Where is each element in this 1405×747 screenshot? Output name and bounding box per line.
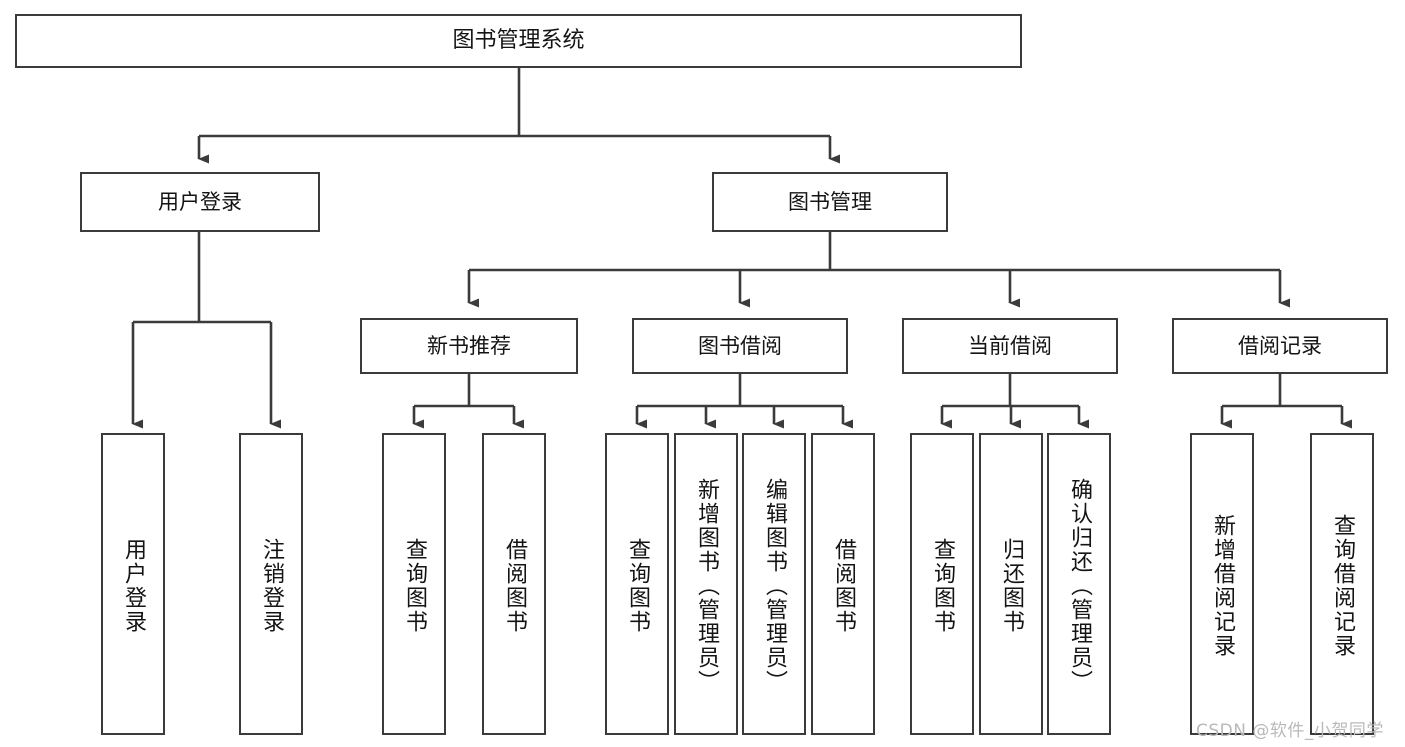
leaf-borrow-record-query-label: 查询借阅记录 xyxy=(1330,514,1355,658)
leaf-current-borrow-confirm-return[interactable]: 确认归还（管理员） xyxy=(1047,433,1111,735)
node-root-label: 图书管理系统 xyxy=(452,28,585,54)
leaf-new-book-borrow-label: 借阅图书 xyxy=(502,538,527,634)
leaf-borrow-record-query[interactable]: 查询借阅记录 xyxy=(1310,433,1374,735)
leaf-user-login-logout[interactable]: 注销登录 xyxy=(239,433,303,735)
leaf-book-borrow-borrow[interactable]: 借阅图书 xyxy=(811,433,875,735)
leaf-borrow-record-add[interactable]: 新增借阅记录 xyxy=(1190,433,1254,735)
leaf-current-borrow-query-label: 查询图书 xyxy=(930,538,955,634)
leaf-book-borrow-edit[interactable]: 编辑图书（管理员） xyxy=(742,433,806,735)
leaf-new-book-borrow[interactable]: 借阅图书 xyxy=(482,433,546,735)
node-new-book-recommend[interactable]: 新书推荐 xyxy=(360,318,578,374)
leaf-book-borrow-edit-label: 编辑图书（管理员） xyxy=(762,478,787,694)
node-user-login-label: 用户登录 xyxy=(158,189,242,214)
leaf-new-book-query[interactable]: 查询图书 xyxy=(382,433,446,735)
leaf-book-borrow-query-label: 查询图书 xyxy=(625,538,650,634)
leaf-current-borrow-query[interactable]: 查询图书 xyxy=(910,433,974,735)
leaf-current-borrow-return[interactable]: 归还图书 xyxy=(979,433,1043,735)
leaf-new-book-query-label: 查询图书 xyxy=(402,538,427,634)
node-user-login[interactable]: 用户登录 xyxy=(80,172,320,232)
node-root-system[interactable]: 图书管理系统 xyxy=(15,14,1022,68)
leaf-borrow-record-add-label: 新增借阅记录 xyxy=(1210,514,1235,658)
node-borrow-record[interactable]: 借阅记录 xyxy=(1172,318,1388,374)
leaf-book-borrow-add-label: 新增图书（管理员） xyxy=(694,478,719,694)
leaf-current-borrow-confirm-return-label: 确认归还（管理员） xyxy=(1067,478,1092,694)
leaf-current-borrow-return-label: 归还图书 xyxy=(999,538,1024,634)
node-new-book-recommend-label: 新书推荐 xyxy=(427,333,511,358)
node-book-management-label: 图书管理 xyxy=(788,189,872,214)
leaf-user-login-logout-label: 注销登录 xyxy=(259,538,284,634)
node-current-borrow[interactable]: 当前借阅 xyxy=(902,318,1118,374)
leaf-user-login-login[interactable]: 用户登录 xyxy=(101,433,165,735)
node-current-borrow-label: 当前借阅 xyxy=(968,333,1052,358)
csdn-watermark: CSDN @软件_小贺同学 xyxy=(1196,721,1384,741)
leaf-book-borrow-query[interactable]: 查询图书 xyxy=(605,433,669,735)
leaf-book-borrow-borrow-label: 借阅图书 xyxy=(831,538,856,634)
node-book-borrow-label: 图书借阅 xyxy=(698,333,782,358)
leaf-user-login-login-label: 用户登录 xyxy=(121,538,146,634)
leaf-book-borrow-add[interactable]: 新增图书（管理员） xyxy=(674,433,738,735)
node-borrow-record-label: 借阅记录 xyxy=(1238,333,1322,358)
node-book-management[interactable]: 图书管理 xyxy=(712,172,948,232)
node-book-borrow[interactable]: 图书借阅 xyxy=(632,318,848,374)
